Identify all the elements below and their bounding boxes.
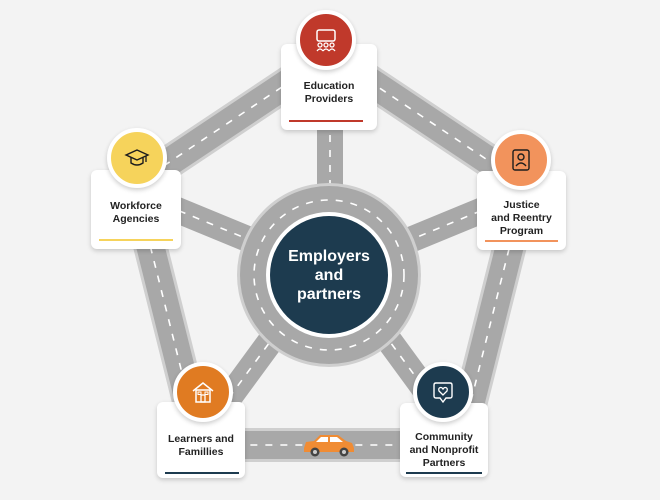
node-label-workforce: Workforce Agencies: [91, 200, 181, 226]
center-line-3: partners: [296, 285, 362, 303]
node-label-line: Program: [499, 225, 544, 237]
node-label-line: Agencies: [112, 213, 160, 225]
node-underline: [406, 472, 482, 474]
node-icon-workforce: [107, 128, 167, 188]
node-icon-education: [296, 10, 356, 70]
house-icon: [192, 382, 214, 403]
node-underline: [289, 120, 363, 122]
node-card-justice: Justice and Reentry Program: [477, 171, 566, 250]
node-label-line: Community: [415, 431, 473, 443]
node-label-learners: Learners and Famillies: [157, 433, 245, 459]
node-label-line: and Reentry: [491, 212, 552, 224]
node-underline: [485, 240, 558, 242]
center-hub: Employers and partners: [270, 216, 388, 334]
node-label-community: Community and Nonprofit Partners: [400, 431, 488, 470]
car-icon: [304, 435, 354, 457]
node-underline: [99, 239, 173, 241]
hub-circle: [270, 216, 388, 334]
node-icon-justice: [491, 130, 551, 190]
node-label-line: Education: [303, 80, 355, 92]
node-label-line: Famillies: [178, 446, 224, 458]
center-line-2: and: [314, 266, 344, 284]
node-label-line: Justice: [503, 199, 540, 211]
node-icon-learners: [173, 362, 233, 422]
node-label-line: Workforce: [110, 200, 162, 212]
node-icon-community: [413, 362, 473, 422]
classroom-icon: [316, 29, 336, 52]
node-card-education: Education Providers: [281, 44, 377, 130]
node-label-line: Providers: [304, 93, 354, 105]
node-label-justice: Justice and Reentry Program: [477, 199, 566, 238]
person-badge-icon: [512, 149, 530, 171]
node-label-education: Education Providers: [281, 80, 377, 106]
node-label-line: Partners: [422, 457, 466, 469]
roundabout: [237, 183, 421, 367]
node-label-line: and Nonprofit: [409, 444, 479, 456]
node-underline: [165, 472, 239, 474]
node-label-line: Learners and: [168, 433, 234, 445]
heart-speech-icon: [433, 382, 453, 404]
center-line-1: Employers: [288, 247, 370, 265]
graduation-cap-icon: [124, 149, 150, 166]
